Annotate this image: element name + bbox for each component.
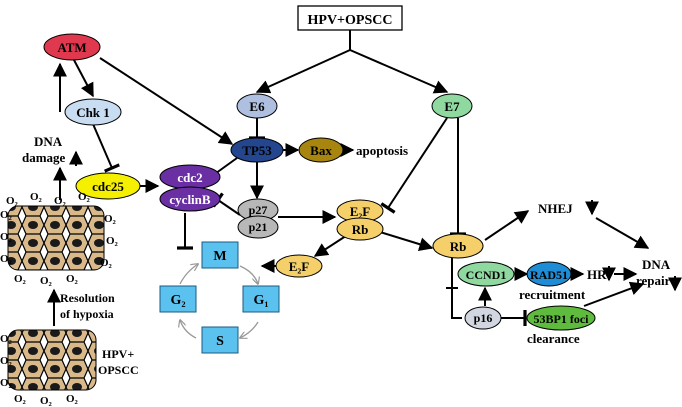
node-p27-label: p27: [249, 203, 268, 217]
node-rb: Rb: [432, 233, 484, 259]
edges: [47, 30, 650, 326]
node-e7: E7: [431, 93, 473, 119]
o2-label: O₂: [54, 195, 67, 207]
cycle-m: M: [201, 241, 239, 269]
cycle-g2-label: G₂: [170, 293, 185, 308]
title-box: HPV+OPSCC: [297, 5, 403, 31]
node-cyclinb: cyclinB: [159, 186, 221, 212]
edge-title-e6: [255, 49, 351, 94]
edge-atm-chk1: [73, 59, 94, 98]
o2-label: O₂: [40, 395, 53, 407]
label-hpv-2: OPSCC: [98, 363, 139, 377]
label-clearance: clearance: [527, 331, 580, 346]
label-hpv-1: HPV+: [102, 347, 134, 361]
node-cyclinb-label: cyclinB: [169, 192, 210, 207]
o2-label: O₂: [6, 195, 19, 207]
o2-label: O₂: [40, 275, 53, 287]
cycle-s-label: S: [216, 334, 224, 349]
edge-rb-nhej: [484, 210, 530, 241]
cell-cluster-bottom: [7, 329, 97, 391]
o2-label: O₂: [0, 377, 13, 389]
node-rad51-label: RAD51: [530, 268, 568, 282]
o2-label: O₂: [30, 191, 43, 203]
label-dna-repair-1: DNA: [642, 257, 671, 272]
edge-rb-p16: [451, 258, 462, 319]
o2-label: O₂: [78, 191, 91, 203]
cycle-g1: G₁: [242, 285, 280, 313]
node-ccnd1-label: CCND1: [466, 268, 507, 282]
node-p16-label: p16: [474, 311, 493, 325]
edge-e7-e2f: [380, 117, 448, 214]
cycle-g1-label: G₁: [253, 293, 268, 308]
node-cdc2: cdc2: [159, 164, 221, 190]
label-resolution-1: Resolution: [60, 291, 115, 305]
node-rb-complex-label: Rb: [352, 222, 369, 237]
node-p21-label: p21: [249, 220, 268, 234]
o2-label: O₂: [0, 209, 13, 221]
label-nhej: NHEJ: [538, 201, 573, 216]
node-rad51: RAD51: [526, 261, 572, 287]
node-e6: E6: [236, 93, 278, 119]
edge-nhej-repair: [595, 217, 650, 249]
o2-label: O₂: [106, 235, 119, 247]
cycle-s: S: [201, 326, 239, 354]
node-rb-label: Rb: [450, 239, 467, 254]
o2-label: O₂: [0, 355, 13, 367]
node-atm-label: ATM: [57, 40, 86, 55]
label-hr: HR: [587, 267, 607, 282]
node-e2f-top-label: E₂F: [350, 204, 371, 219]
node-cdc2-label: cdc2: [177, 170, 202, 185]
o2-label: O₂: [14, 273, 27, 285]
cycle-g2: G₂: [159, 285, 197, 313]
edge-atm-tp53: [99, 57, 234, 145]
node-cdc25-label: cdc25: [92, 179, 124, 194]
o2-label: O₂: [66, 273, 79, 285]
node-p16: p16: [464, 306, 502, 330]
node-chk1-label: Chk 1: [76, 105, 110, 120]
o2-label: O₂: [104, 213, 117, 225]
node-rb-complex: Rb: [336, 217, 384, 241]
node-e2f-bottom: E₂F: [275, 254, 323, 278]
node-e7-label: E7: [444, 99, 460, 114]
node-bax: Bax: [298, 137, 344, 163]
o2-label: O₂: [0, 333, 13, 345]
node-chk1: Chk 1: [64, 98, 122, 126]
o2-label: O₂: [100, 257, 113, 269]
cycle-m-label: M: [213, 249, 226, 264]
edge-p27-cyclinb: [212, 192, 241, 216]
node-cdc25: cdc25: [75, 172, 141, 200]
node-53bp1-label: 53BP1 foci: [534, 312, 590, 326]
cell-cluster-top: [7, 205, 105, 271]
node-e2f-bottom-label: E₂F: [289, 259, 310, 274]
edge-53bp1-repair: [583, 281, 645, 307]
node-53bp1: 53BP1 foci: [526, 305, 596, 331]
label-resolution-2: of hypoxia: [60, 307, 114, 321]
title-label: HPV+OPSCC: [308, 13, 393, 28]
cycle-arrows: [180, 264, 258, 338]
label-recruitment: recruitment: [519, 287, 586, 302]
edge-e2frb-rb: [379, 231, 434, 251]
o2-label: O₂: [0, 231, 13, 243]
edge-chk1-cdc25: [92, 123, 120, 173]
node-e6-label: E6: [249, 99, 265, 114]
edge-title-e7: [349, 49, 449, 94]
o2-label: O₂: [66, 393, 79, 405]
label-dna-damage-2: damage: [22, 150, 66, 165]
node-atm: ATM: [43, 33, 101, 61]
node-tp53-label: TP53: [242, 143, 272, 158]
node-tp53: TP53: [230, 137, 284, 163]
label-dna-damage-1: DNA: [34, 134, 63, 149]
label-dna-repair-2: repair: [636, 273, 671, 288]
node-e2f-top: E₂F: [336, 199, 384, 223]
node-p27: p27: [237, 198, 279, 222]
node-p21: p21: [237, 215, 279, 239]
label-apoptosis: apoptosis: [356, 143, 408, 158]
o2-labels-top: O₂ O₂ O₂ O₂ O₂ O₂ O₂ O₂ O₂ O₂ O₂ O₂ O₂: [0, 191, 119, 287]
o2-labels-bottom: O₂ O₂ O₂ O₂ O₂ O₂: [0, 333, 79, 407]
o2-label: O₂: [14, 393, 27, 405]
node-ccnd1: CCND1: [457, 261, 515, 287]
o2-label: O₂: [0, 253, 13, 265]
node-bax-label: Bax: [310, 143, 332, 158]
